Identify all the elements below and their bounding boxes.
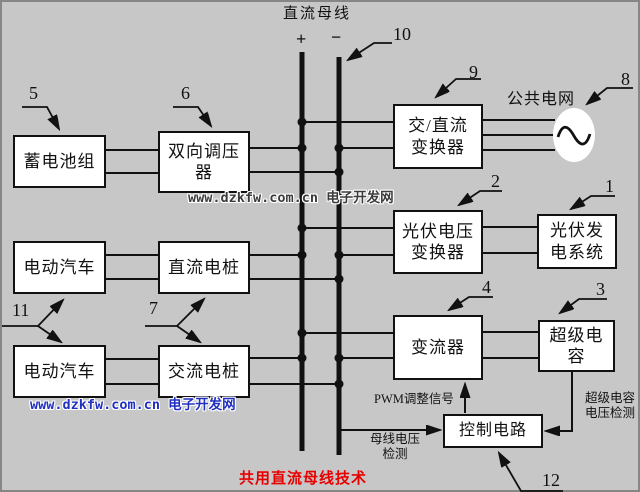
callout-arrow-6 <box>173 106 211 126</box>
box-control-circuit: 控制电路 <box>443 414 543 448</box>
pwm-signal-label: PWM调整信号 <box>374 392 454 406</box>
caption-title: 共用直流母线技术 <box>239 471 368 487</box>
dc-bus-lines <box>299 52 342 455</box>
callout-arrow-4 <box>449 296 493 310</box>
callout-5: 5 <box>29 83 38 103</box>
box-bidirectional-regulator: 双向调压 器 <box>158 131 250 193</box>
callout-arrow-2 <box>459 190 502 205</box>
box-dc-charging-pile: 直流电桩 <box>158 241 250 294</box>
supercap-detect-arrow <box>546 372 573 431</box>
junction-dots <box>297 117 344 389</box>
callout-12: 12 <box>542 470 560 490</box>
box-ac-charging-pile: 交流电桩 <box>158 345 250 398</box>
callout-8: 8 <box>621 69 630 89</box>
callout-7: 7 <box>149 298 158 318</box>
bus-minus-sign: − <box>331 27 342 47</box>
box-converter: 变流器 <box>393 315 483 380</box>
callout-arrow-9 <box>436 78 481 97</box>
callout-arrow-7b <box>176 325 200 342</box>
public-grid-label: 公共电网 <box>507 91 576 108</box>
callout-2: 2 <box>491 171 500 191</box>
signal-arrows <box>339 372 573 431</box>
callout-arrow-11b <box>37 325 61 342</box>
wires <box>104 119 555 385</box>
box-pv-voltage-converter: 光伏电压 变换器 <box>393 210 483 274</box>
box-pv-generation-system: 光伏发 电系统 <box>537 214 617 269</box>
callout-arrow-3 <box>560 298 607 313</box>
callout-9: 9 <box>469 62 478 82</box>
callout-1: 1 <box>605 176 614 196</box>
box-ac-dc-converter: 交/直流 变换器 <box>393 104 483 169</box>
bus-plus-sign: + <box>296 29 307 49</box>
callout-10: 10 <box>393 24 411 44</box>
box-ev-top: 电动汽车 <box>13 241 106 294</box>
box-supercapacitor: 超级电 容 <box>538 320 615 372</box>
supercap-detect-label: 超级电容 电压检测 <box>584 391 635 420</box>
bus-title: 直流母线 <box>283 6 352 22</box>
box-ev-bottom: 电动汽车 <box>13 345 106 398</box>
callout-arrow-10 <box>348 42 392 60</box>
callout-3: 3 <box>596 279 605 299</box>
callout-arrow-8 <box>587 87 633 104</box>
callout-arrow-5 <box>22 106 59 129</box>
callout-arrows <box>2 42 633 492</box>
callout-6: 6 <box>181 83 190 103</box>
callout-arrow-1 <box>571 195 615 209</box>
bus-voltage-detect-label: 母线电压 检测 <box>369 432 420 461</box>
callout-11: 11 <box>12 300 30 320</box>
box-battery: 蓄电池组 <box>13 135 106 188</box>
watermark-bottom: www.dzkfw.com.cn 电子开发网 <box>30 397 236 413</box>
watermark-center: www.dzkfw.com.cn 电子开发网 <box>188 190 394 206</box>
callout-4: 4 <box>482 277 491 297</box>
callout-arrow-12 <box>499 453 563 492</box>
ac-source-icon <box>553 108 595 162</box>
